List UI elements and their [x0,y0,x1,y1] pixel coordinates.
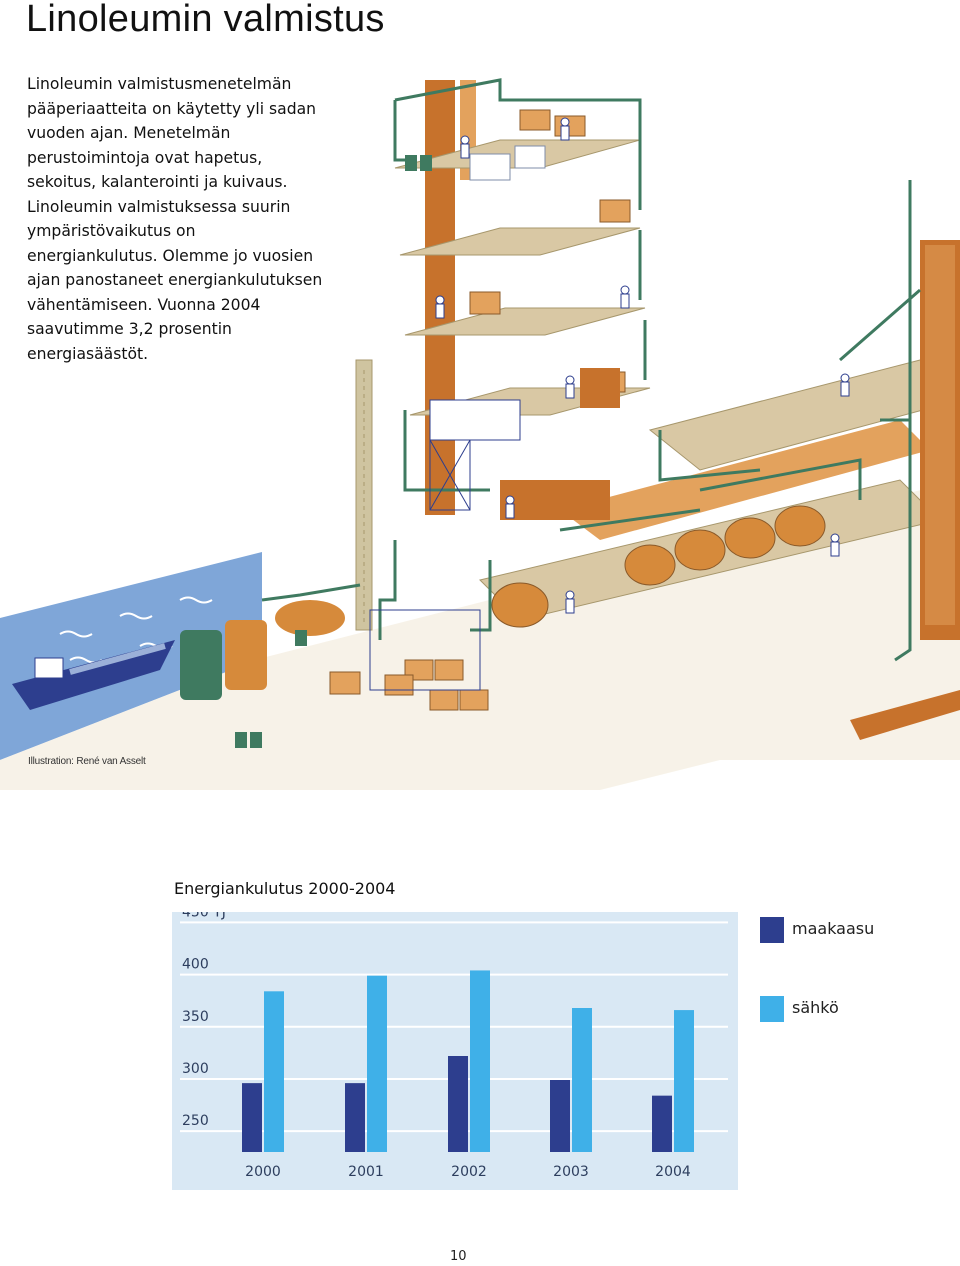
tank-orange [225,620,267,690]
chart-bars [242,970,694,1152]
legend-swatch-sahko [760,996,784,1022]
workers [435,117,850,614]
bar-maakaasu-2003 [550,1080,570,1152]
scaffold [369,439,481,691]
bar-sähkö-2002 [470,970,490,1152]
legend-swatch-maakaasu [760,917,784,943]
factory-process-illustration [0,78,960,790]
drums [235,155,432,748]
chimney [355,359,373,631]
pipes [261,78,921,662]
sacks [469,145,546,181]
floor-3 [404,307,646,336]
x-tick-label: 2003 [553,1164,589,1180]
y-tick-label: 250 [182,1113,209,1129]
conveyor [850,690,960,740]
oven [580,368,620,408]
bar-sähkö-2004 [674,1010,694,1152]
chart-y-axis: 250 300 350 400 450 TJ [182,912,226,1129]
bar-sähkö-2000 [264,991,284,1152]
illustration-credit: Illustration: René van Asselt [28,756,146,767]
legend-label-sahko: sähkö [792,998,839,1017]
x-tick-label: 2002 [451,1164,487,1180]
bar-maakaasu-2000 [242,1083,262,1152]
page-number: 10 [450,1249,467,1264]
chart-title: Energiankulutus 2000-2004 [174,879,396,898]
bar-maakaasu-2002 [448,1056,468,1152]
intro-paragraph: Linoleumin valmistusmenetelmän pääperiaa… [27,75,323,363]
page-title: Linoleumin valmistus [26,0,385,40]
energy-bar-chart: 250 300 350 400 450 TJ 2000 2001 2002 2003 2004 [172,912,738,1190]
legend-label-maakaasu: maakaasu [792,919,875,938]
y-tick-label: 450 TJ [182,912,226,920]
rollers [491,505,826,628]
floor-5 [648,359,960,471]
y-tick-label: 350 [182,1009,209,1025]
tank-green [180,630,222,700]
y-tick-label: 400 [182,957,209,973]
bar-maakaasu-2004 [652,1095,672,1152]
x-tick-label: 2001 [348,1164,384,1180]
bar-sähkö-2001 [367,975,387,1152]
floor-6 [560,420,930,540]
bar-maakaasu-2001 [345,1083,365,1152]
floor-2 [399,227,641,256]
bar-sähkö-2003 [572,1008,592,1152]
y-tick-label: 300 [182,1061,209,1077]
x-tick-label: 2000 [245,1164,281,1180]
x-tick-label: 2004 [655,1164,691,1180]
chart-legend: maakaasu sähkö [760,914,950,1034]
chart-x-axis: 2000 2001 2002 2003 2004 [245,1164,691,1180]
